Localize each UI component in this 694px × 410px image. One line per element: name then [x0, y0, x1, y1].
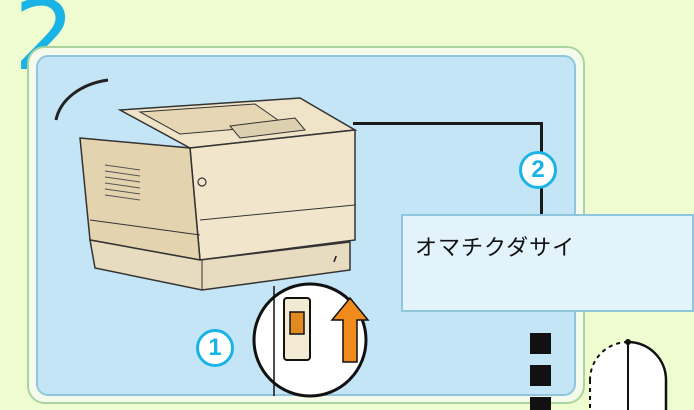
- status-square-icon: [530, 365, 551, 386]
- connector-line: [353, 122, 543, 222]
- lcd-message: オマチクダサイ: [415, 236, 576, 261]
- up-arrow-icon: [330, 296, 370, 363]
- timer-icon: [589, 339, 668, 410]
- lcd-display: オマチクダサイ: [401, 214, 694, 312]
- callout-badge-1: 1: [196, 329, 234, 367]
- callout-badge-2: 2: [519, 151, 557, 189]
- printer-illustration: [54, 78, 358, 291]
- status-square-icon: [530, 333, 551, 354]
- status-square-icon: [530, 397, 551, 410]
